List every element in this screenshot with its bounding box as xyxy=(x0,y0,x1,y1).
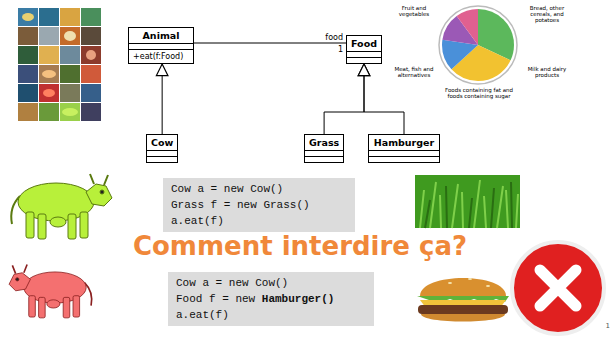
hamburger-picture xyxy=(417,278,509,322)
code-box: Cow a = new Cow()Grass f = new Grass()a.… xyxy=(163,178,355,232)
code-line: Cow a = new Cow() xyxy=(171,181,347,197)
plate-label: Fruit and vegetables xyxy=(391,5,437,17)
red-cow xyxy=(9,265,92,318)
class-box: Food xyxy=(346,35,382,64)
plate-label: Foods containing fat and foods containin… xyxy=(440,87,518,99)
inheritance-arrow xyxy=(324,64,364,134)
code-line: Cow a = new Cow() xyxy=(176,275,366,291)
inheritance-arrow xyxy=(162,64,163,134)
class-text: Animal xyxy=(133,29,189,42)
class-box: Hamburger xyxy=(368,134,440,163)
role-name: food xyxy=(325,33,343,42)
animal-collage xyxy=(18,8,101,121)
overlay-question: Comment interdire ça? xyxy=(133,232,467,262)
class-box: Cow xyxy=(146,134,178,163)
code-line: a.eat(f) xyxy=(171,213,347,229)
class-text: Cow xyxy=(151,136,173,149)
code-line: Food f = new xyxy=(176,293,255,305)
food-plate xyxy=(439,6,517,84)
plate-label: Milk and dairy products xyxy=(521,66,573,78)
class-text: Grass xyxy=(309,136,339,149)
class-text: +eat(f:Food) xyxy=(133,51,189,62)
grass-picture xyxy=(415,175,520,228)
class-text: Food xyxy=(351,37,377,50)
association-line xyxy=(194,43,346,44)
code-box: Cow a = new Cow() Food f = new Hamburger()… xyxy=(168,272,374,326)
green-cow xyxy=(11,174,112,239)
code-line: Hamburger() xyxy=(262,293,335,305)
slide-number: 1 xyxy=(606,322,610,330)
plate-label: Bread, other cereals, and potatoes xyxy=(521,5,573,23)
code-line: Grass f = new Grass() xyxy=(171,197,347,213)
class-box: Grass xyxy=(304,134,344,163)
multiplicity: 1 xyxy=(338,45,343,54)
plate-label: Meat, fish and alternatives xyxy=(391,66,437,78)
code-line: a.eat(f) xyxy=(176,307,366,323)
forbidden-sign xyxy=(512,242,604,334)
class-box: Animal +eat(f:Food) xyxy=(128,27,194,64)
class-text: Hamburger xyxy=(373,136,435,149)
